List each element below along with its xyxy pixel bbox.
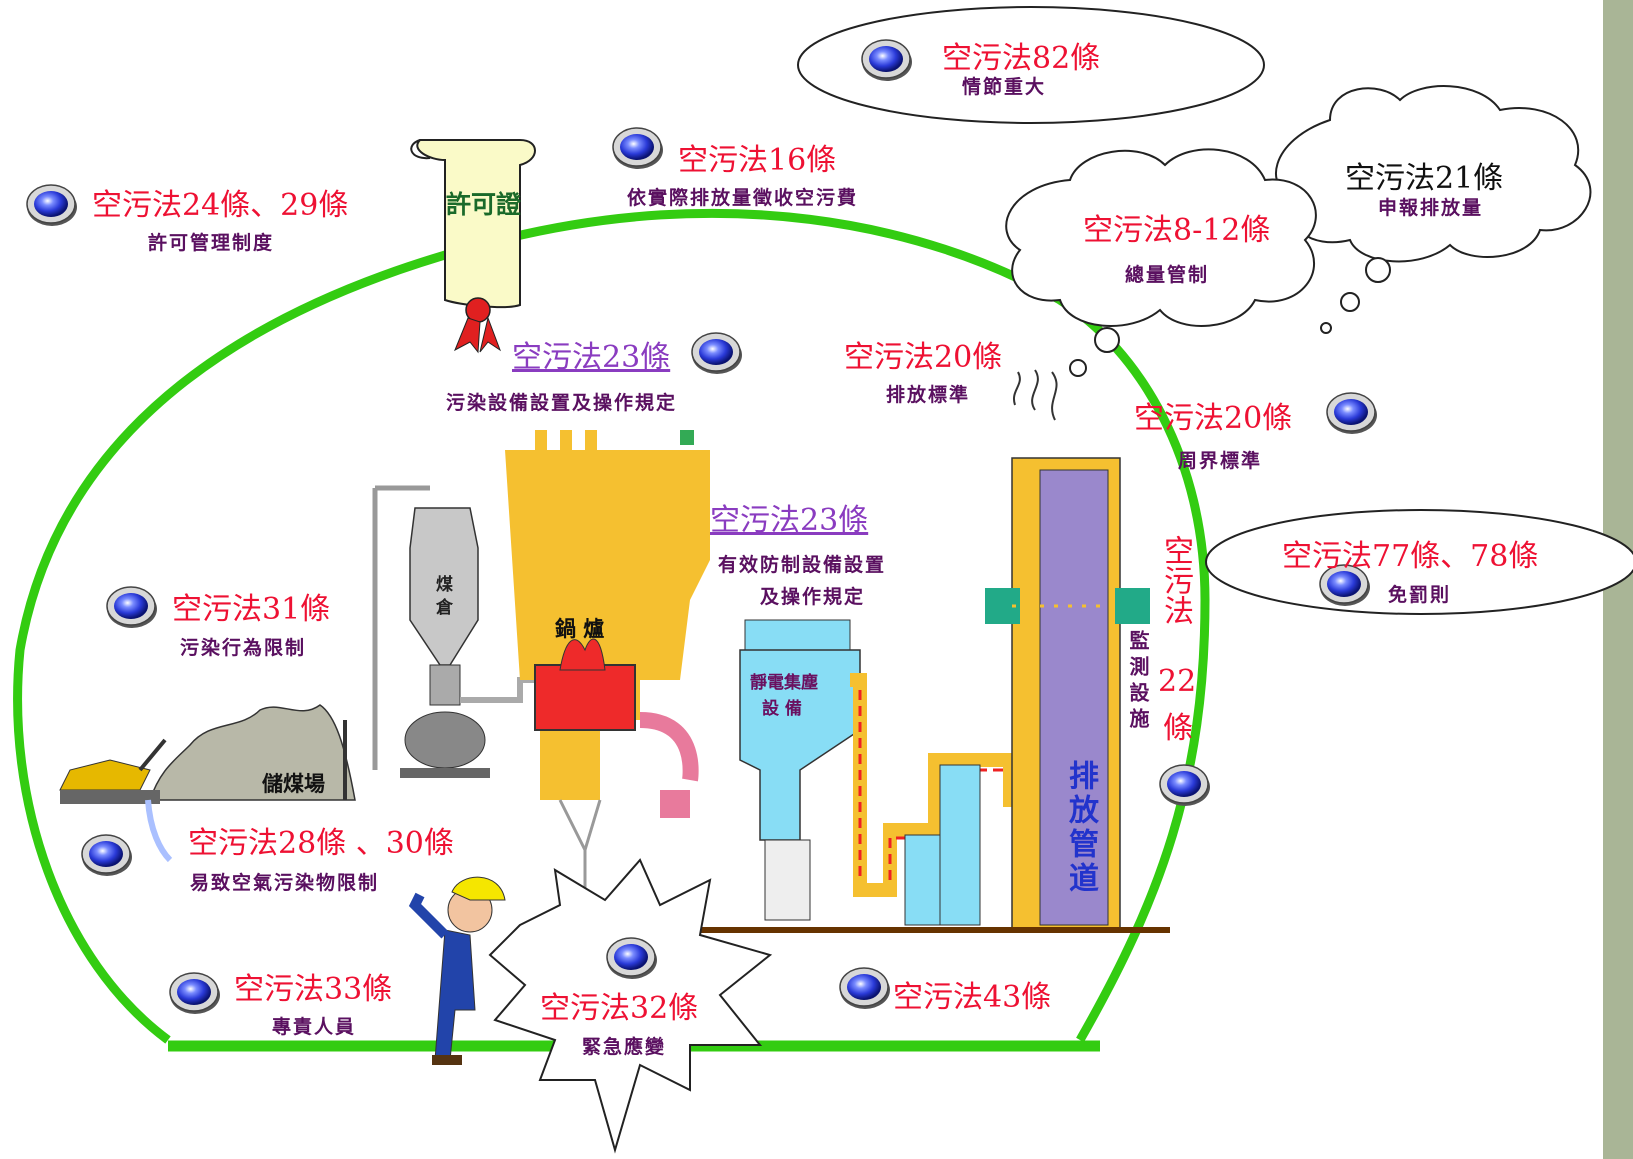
desc-art23b-1: 有效防制設備設置 xyxy=(718,554,887,576)
bullet-icon xyxy=(612,127,663,169)
law-art23a: 空污法23條 xyxy=(512,340,671,375)
law-art22-2: 22 xyxy=(1158,664,1197,699)
law-art23b: 空污法23條 xyxy=(710,503,869,538)
law-art31: 空污法31條 xyxy=(172,592,331,627)
desc-art32: 緊急應變 xyxy=(582,1036,667,1058)
desc-art8: 總量管制 xyxy=(1125,264,1210,286)
desc-art20b: 周界標準 xyxy=(1178,450,1263,472)
law-art28: 空污法28條 、30條 xyxy=(188,826,454,861)
thought-bubbles xyxy=(1069,257,1391,377)
bullet-icon xyxy=(26,184,77,226)
law-art22-3: 條 xyxy=(1163,711,1193,746)
law-art21: 空污法21條 xyxy=(1345,161,1504,196)
arrow-icon xyxy=(145,799,173,863)
desc-art23b-2: 及操作規定 xyxy=(760,586,866,608)
permit-scroll-icon xyxy=(410,139,536,354)
bullet-icon xyxy=(169,972,220,1014)
bullet-icon xyxy=(606,937,657,979)
ellipse-art77 xyxy=(1205,509,1633,615)
stack xyxy=(985,457,1150,929)
desc-art82: 情節重大 xyxy=(962,76,1047,98)
flue-duct xyxy=(850,673,1030,897)
emergency-burst xyxy=(488,858,773,1154)
law-art43: 空污法43條 xyxy=(893,980,1052,1015)
coal-yard xyxy=(59,704,356,804)
law-art16: 空污法16條 xyxy=(678,143,837,178)
boiler xyxy=(505,430,710,935)
bullet-icon xyxy=(839,967,890,1009)
law-art20a: 空污法20條 xyxy=(844,340,1003,375)
desc-art77: 免罰則 xyxy=(1388,584,1452,606)
coal-bin-label: 煤倉 xyxy=(432,575,452,621)
desc-art28: 易致空氣污染物限制 xyxy=(190,872,380,894)
desc-art20a: 排放標準 xyxy=(886,384,971,406)
coal-yard-label: 儲煤場 xyxy=(262,771,325,796)
smoke-icon xyxy=(1012,369,1058,421)
esp-unit xyxy=(739,619,861,921)
law-art32: 空污法32條 xyxy=(540,991,699,1026)
desc-art33: 專責人員 xyxy=(272,1016,357,1038)
bullet-icon xyxy=(1159,764,1210,806)
bullet-icon xyxy=(81,834,132,876)
bullet-icon xyxy=(106,586,157,628)
desc-art24: 許可管理制度 xyxy=(148,232,275,254)
law-art8: 空污法8-12條 xyxy=(1083,213,1271,248)
coal-pipe xyxy=(460,677,545,703)
permit-label: 許可證 xyxy=(446,190,522,219)
bullet-icon xyxy=(691,332,742,374)
law-art77: 空污法77條、78條 xyxy=(1282,539,1539,574)
boiler-label: 鍋 爐 xyxy=(555,616,605,641)
law-art20b: 空污法20條 xyxy=(1134,401,1293,436)
worker-figure xyxy=(408,876,506,1065)
law-art33: 空污法33條 xyxy=(234,972,393,1007)
stack-label: 排放管道 xyxy=(1063,760,1098,896)
fan-unit-2 xyxy=(939,764,981,926)
boundary-dome xyxy=(13,208,1210,1044)
law-art24: 空污法24條、29條 xyxy=(92,188,349,223)
law-art22-1: 空污法 xyxy=(1158,535,1193,625)
desc-art22: 監測設施 xyxy=(1126,630,1150,734)
coal-bin xyxy=(372,485,490,778)
thought-cloud-art8 xyxy=(1005,148,1317,327)
ellipse-art82 xyxy=(797,6,1265,124)
desc-art31: 污染行為限制 xyxy=(180,637,307,659)
desc-art21: 申報排放量 xyxy=(1378,197,1484,219)
desc-art16: 依實際排放量徵收空污費 xyxy=(627,187,859,209)
esp-label-1: 靜電集塵 xyxy=(750,673,818,693)
bullet-icon xyxy=(1326,392,1377,434)
esp-label-2: 設 備 xyxy=(762,699,802,719)
desc-art23a: 污染設備設置及操作規定 xyxy=(446,392,678,414)
bullet-icon xyxy=(861,39,912,81)
law-art82: 空污法82條 xyxy=(942,41,1101,76)
